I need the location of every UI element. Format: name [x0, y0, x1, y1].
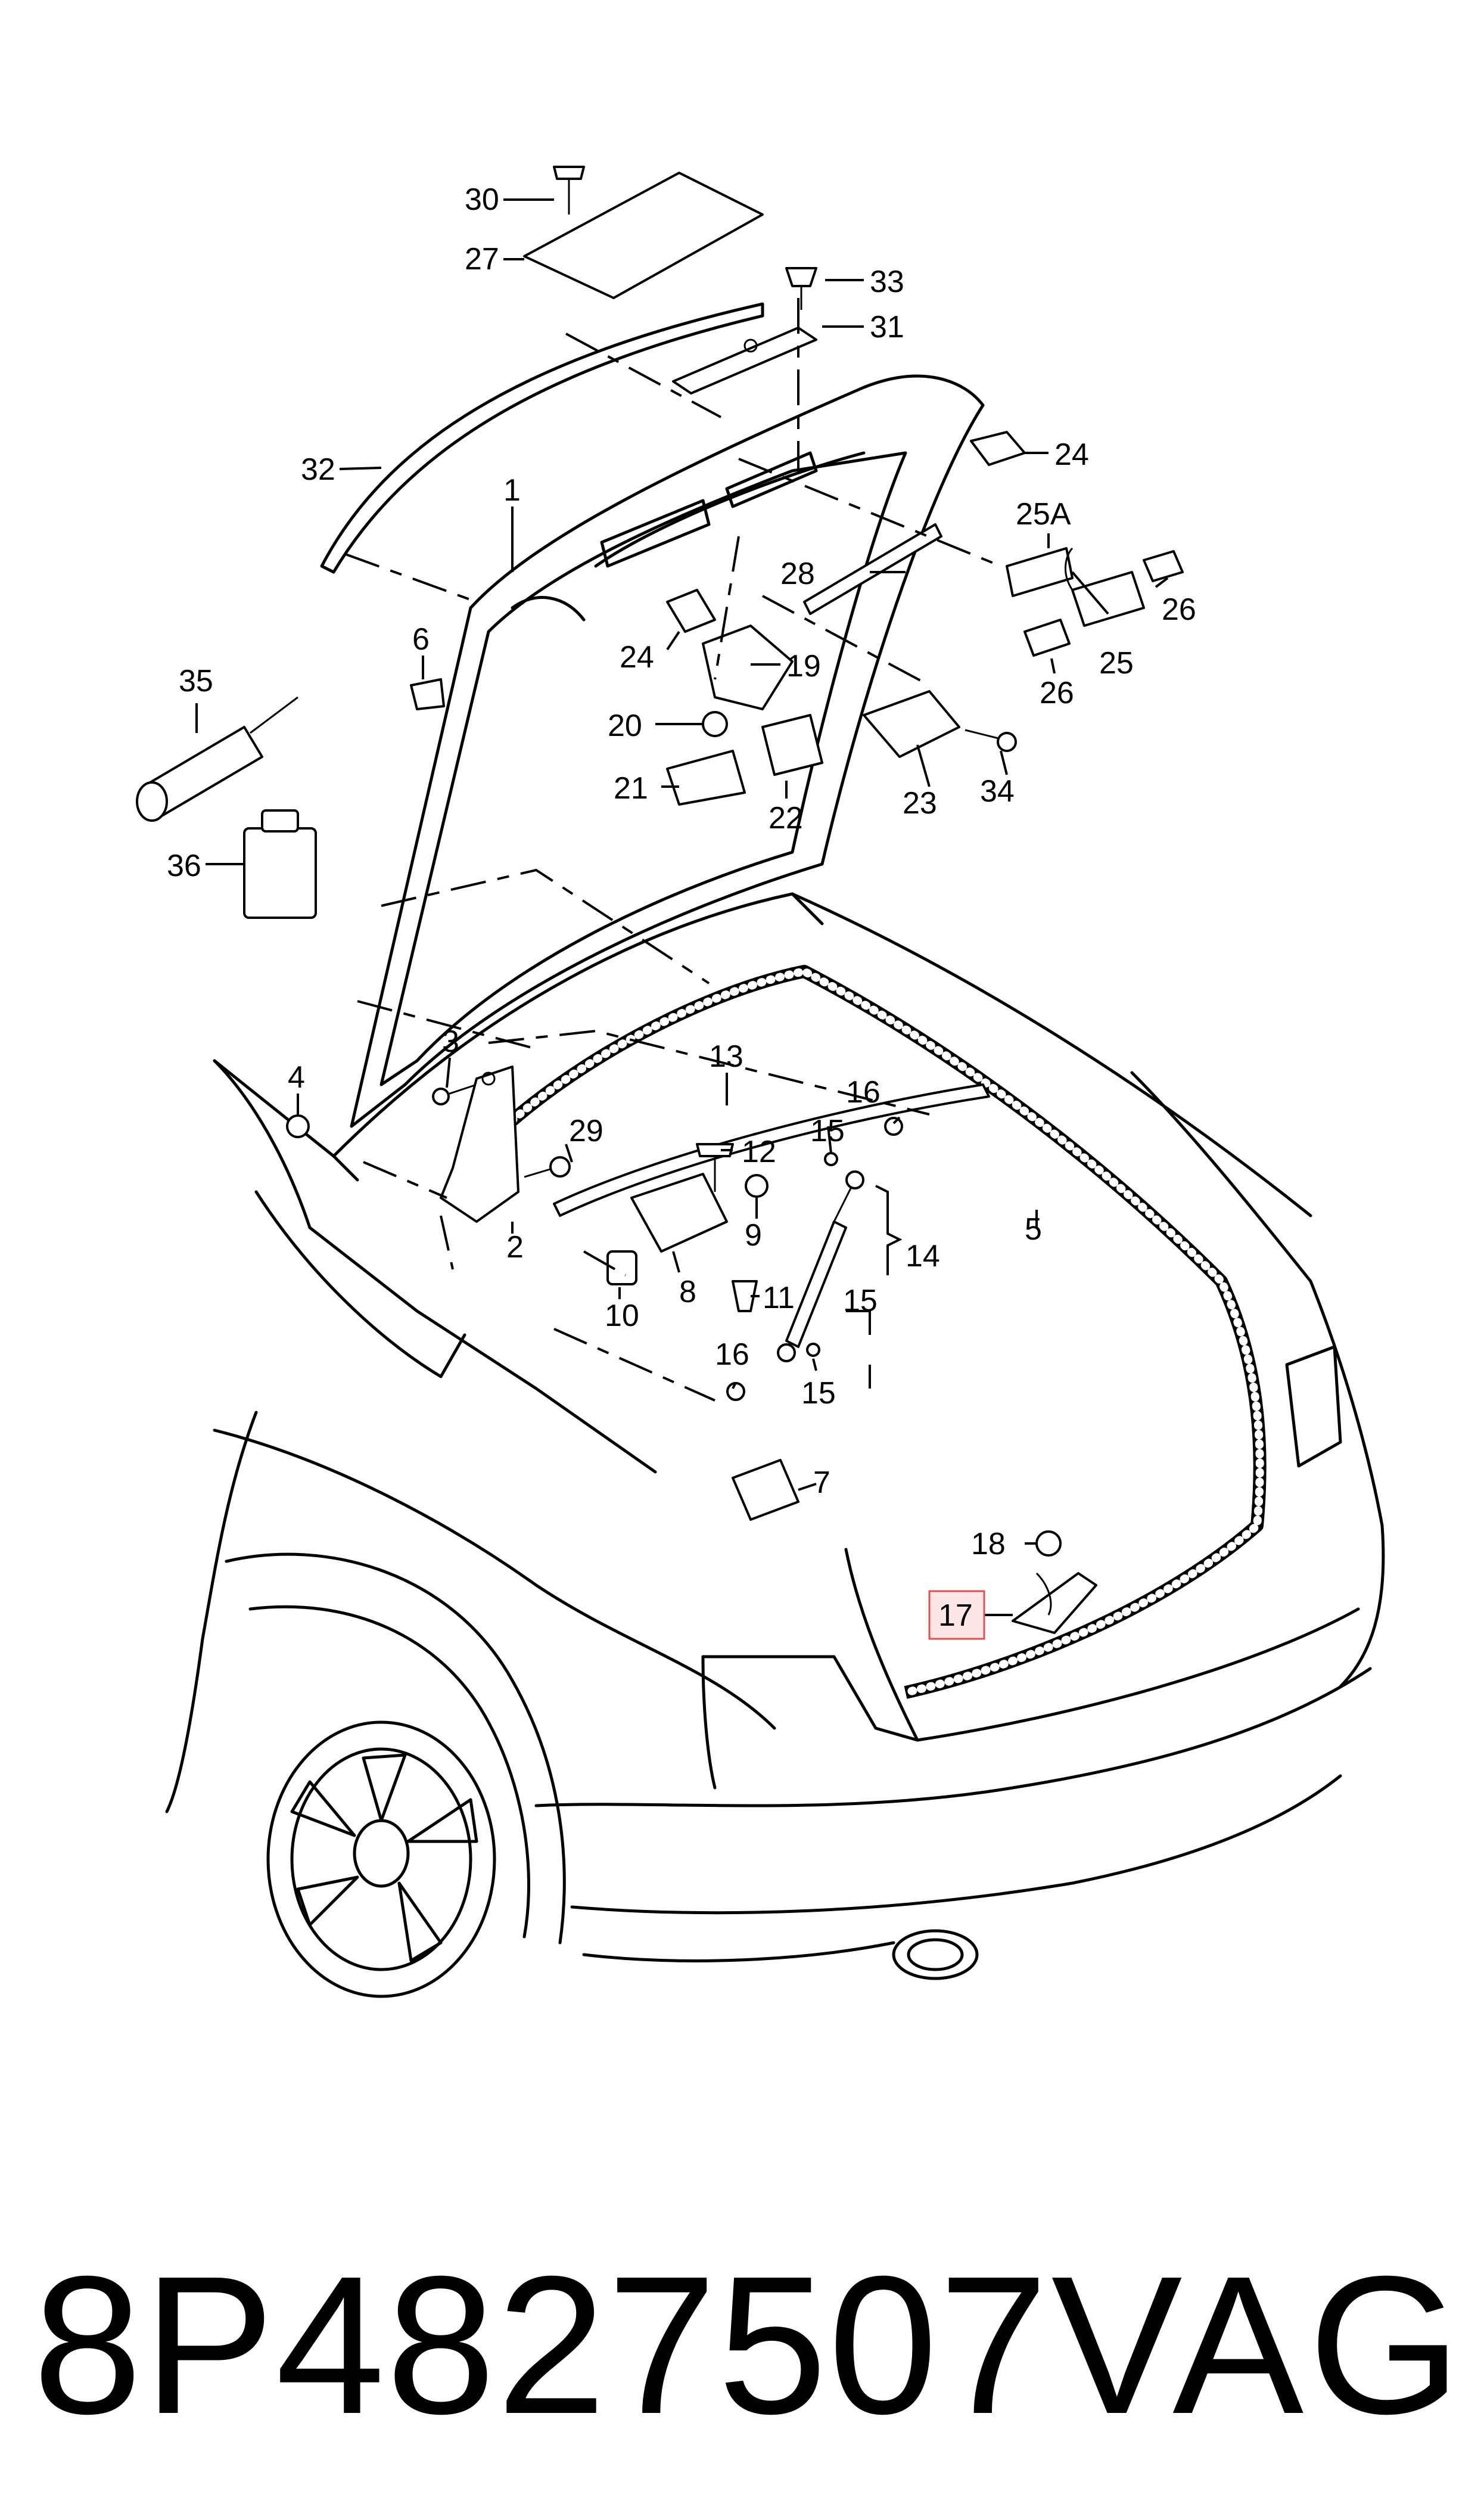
callout-15-mid: 15: [843, 1284, 878, 1318]
callout-12: 12: [742, 1135, 776, 1169]
callout-7: 7: [813, 1465, 830, 1500]
callout-3: 3: [442, 1024, 459, 1059]
callout-34: 34: [980, 774, 1015, 809]
callout-20: 20: [608, 709, 642, 743]
callout-29: 29: [569, 1114, 603, 1148]
callout-25: 25: [1099, 646, 1134, 681]
callout-2: 2: [506, 1230, 524, 1265]
callout-26-right: 26: [1162, 592, 1196, 627]
callout-21: 21: [614, 771, 648, 806]
callout-25A: 25A: [1016, 497, 1071, 532]
callout-36: 36: [167, 849, 201, 883]
callout-24-right: 24: [1054, 437, 1089, 472]
callout-22: 22: [769, 801, 803, 835]
callout-26-left: 26: [1040, 676, 1074, 710]
brand-name: VAG: [1051, 2235, 1466, 2455]
callout-13: 13: [709, 1039, 743, 1074]
callout-11: 11: [763, 1281, 795, 1315]
callout-15-bottom: 15: [801, 1376, 836, 1411]
callout-1: 1: [503, 473, 521, 508]
callout-17: 17: [938, 1598, 973, 1633]
reference-lines: [345, 298, 1001, 1402]
callout-27: 27: [465, 242, 499, 277]
callout-9: 9: [745, 1218, 762, 1253]
callout-28: 28: [780, 557, 815, 591]
callout-8: 8: [679, 1275, 696, 1309]
callout-30: 30: [465, 182, 499, 217]
callout-23: 23: [903, 786, 937, 821]
callout-24-left: 24: [620, 640, 654, 675]
parts: [136, 166, 1184, 1634]
striker-plate-17: [1012, 1572, 1097, 1634]
callout-labels: 30 27 33 31 32 1 24 25A 28 26 25 26 24 1…: [167, 182, 1196, 1640]
callout-5: 5: [1025, 1212, 1042, 1247]
part-number: 8P4827507: [33, 2235, 1050, 2455]
callout-10: 10: [605, 1299, 639, 1333]
tailgate: [320, 172, 985, 1128]
callout-16-top: 16: [846, 1075, 881, 1110]
callout-32: 32: [301, 452, 335, 487]
callout-35: 35: [179, 664, 213, 698]
callout-33: 33: [870, 265, 904, 299]
car-body: [165, 892, 1385, 1998]
callout-6: 6: [412, 622, 430, 657]
callout-18: 18: [971, 1527, 1006, 1561]
callout-17-highlight: [928, 1590, 985, 1640]
callout-31: 31: [870, 310, 904, 344]
callout-16-bottom: 16: [715, 1337, 749, 1372]
callout-4: 4: [288, 1060, 305, 1095]
parts-diagram: 30 27 33 31 32 1 24 25A 28 26 25 26 24 1…: [136, 166, 1385, 1998]
callout-19: 19: [786, 649, 821, 684]
callout-14: 14: [906, 1239, 940, 1274]
leader-lines: [195, 198, 1169, 1616]
callout-15-top: 15: [810, 1114, 845, 1148]
